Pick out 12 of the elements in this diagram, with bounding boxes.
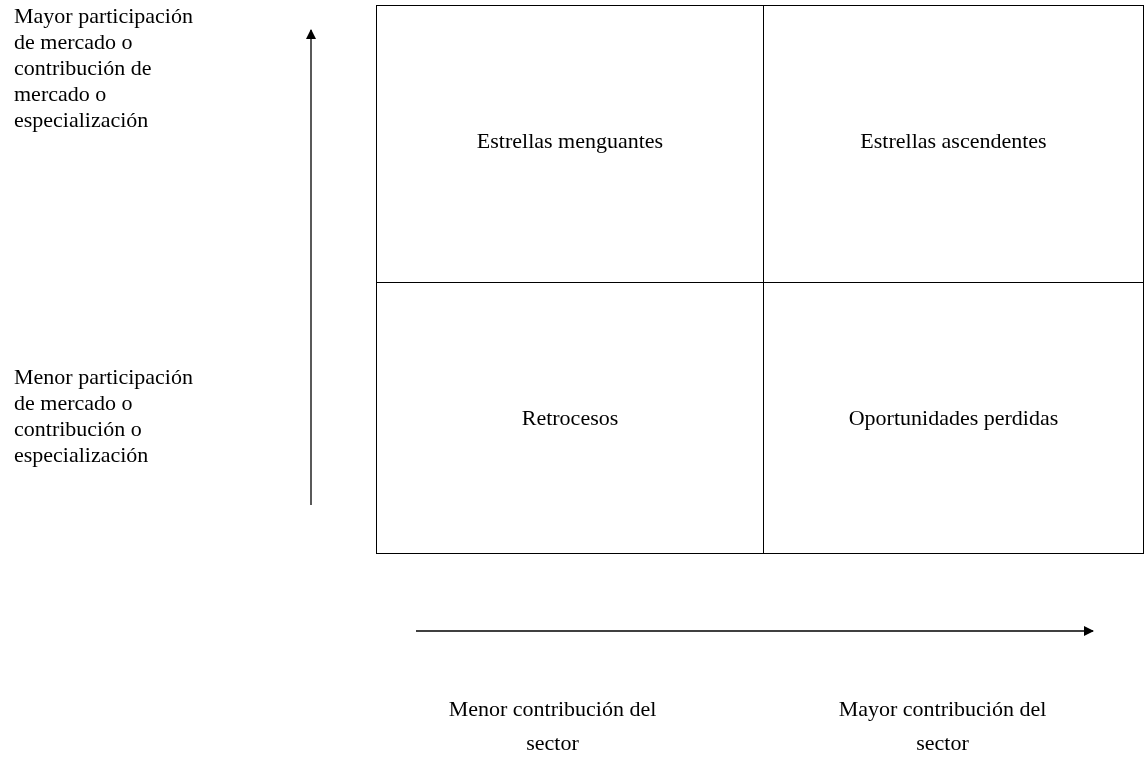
axis-label: Menor participación de mercado o contribución o especialización [14, 364, 194, 468]
quadrant-box [763, 5, 1144, 283]
axis-label: Menor contribución del sector [447, 695, 658, 757]
quadrant-box [376, 5, 764, 283]
quadrant-label: Oportunidades perdidas [848, 405, 1059, 431]
quadrant-label: Estrellas ascendentes [860, 128, 1047, 154]
axis-label: Mayor participación de mercado o contribución de mercado o especialización [14, 3, 194, 133]
quadrant-label: Estrellas menguantes [476, 128, 664, 154]
quadrant-box [376, 282, 764, 554]
axis-label: Mayor contribución del sector [837, 695, 1048, 757]
quadrant-label: Retrocesos [521, 405, 619, 431]
quadrant-box [763, 282, 1144, 554]
